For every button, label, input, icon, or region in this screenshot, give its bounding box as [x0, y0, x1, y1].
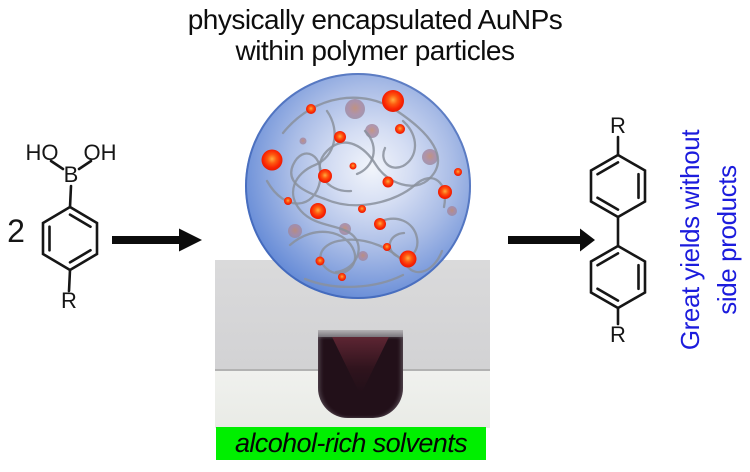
stoichiometric-coefficient: 2 — [7, 213, 25, 249]
reaction-arrow-right — [508, 228, 595, 252]
gold-nanoparticle — [284, 197, 292, 205]
gold-nanoparticle — [338, 273, 346, 281]
solvent-caption-text: alcohol-rich solvents — [234, 428, 468, 458]
title-line-1: physically encapsulated AuNPs — [187, 4, 563, 35]
gold-nanoparticle — [299, 137, 307, 145]
vial-liquid — [318, 337, 403, 418]
boron-label: B — [64, 162, 79, 187]
gold-nanoparticle — [395, 124, 405, 134]
gold-nanoparticle — [261, 149, 283, 171]
gold-nanoparticle — [349, 162, 357, 170]
title-line-2: within polymer particles — [235, 35, 516, 66]
gold-nanoparticle — [345, 99, 365, 119]
gold-nanoparticle — [438, 185, 452, 199]
gold-nanoparticle — [358, 205, 366, 213]
polymer-chains — [265, 96, 447, 289]
ho-label: HO — [26, 140, 59, 165]
gold-nanoparticle — [288, 224, 302, 238]
gold-nanoparticle — [315, 256, 325, 266]
gold-nanoparticle — [310, 203, 326, 219]
gold-nanoparticle — [334, 131, 346, 143]
vial-rim — [318, 330, 403, 338]
gold-nanoparticle — [382, 90, 404, 112]
sphere-contents — [261, 90, 462, 289]
gold-nanoparticle — [447, 206, 457, 216]
r-group-label: R — [61, 288, 77, 313]
solvent-caption: alcohol-rich solvents — [216, 427, 486, 460]
yield-note-line-2: side products — [712, 165, 742, 315]
gold-nanoparticle — [365, 124, 379, 138]
gold-nanoparticle — [318, 169, 332, 183]
oh-label: OH — [84, 140, 117, 165]
gold-nanoparticle — [382, 176, 394, 188]
yield-note-line-1: Great yields without — [675, 129, 705, 351]
gold-nanoparticle — [358, 251, 368, 261]
gold-nanoparticle — [306, 104, 316, 114]
vial-liquid-highlight — [332, 337, 389, 395]
gold-nanoparticle — [399, 250, 417, 268]
gold-nanoparticle — [422, 149, 438, 165]
boronic-acid-structure: 2 HO OH B R — [7, 140, 116, 313]
polymer-particle-illustration — [245, 73, 471, 299]
biphenyl-structure: R R — [589, 113, 647, 347]
gold-nanoparticle — [383, 243, 391, 251]
reaction-arrow-left — [112, 228, 202, 252]
r-group-top-label: R — [610, 113, 626, 138]
bright-nanoparticle-layer — [261, 90, 462, 281]
gold-nanoparticle — [454, 168, 462, 176]
yield-note: Great yields without side products — [672, 95, 748, 385]
gold-nanoparticle — [374, 218, 386, 230]
muted-nanoparticle-layer — [288, 99, 457, 261]
vial — [318, 330, 403, 418]
title: physically encapsulated AuNPs within pol… — [0, 4, 750, 66]
r-group-bottom-label: R — [610, 322, 626, 347]
